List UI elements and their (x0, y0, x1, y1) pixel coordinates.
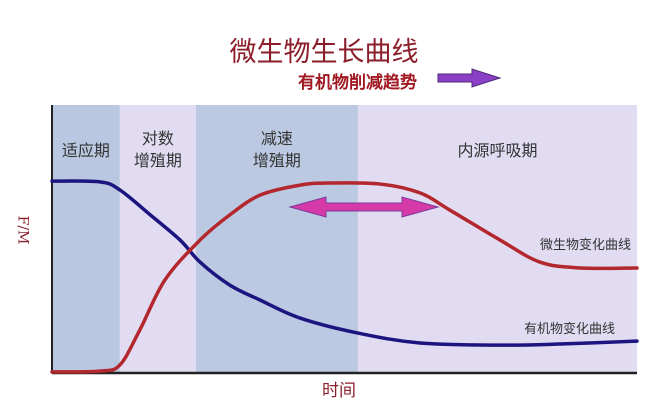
trend-label: 有机物削减趋势 (298, 73, 417, 93)
phase-label: 适应期 (52, 140, 120, 162)
y-axis-label: F/M (14, 215, 31, 245)
phase-band (52, 105, 120, 373)
x-axis-label: 时间 (322, 381, 356, 401)
right-arrow-icon (437, 68, 502, 88)
phase-label-line: 适应期 (61, 141, 110, 160)
phase-label: 对数增殖期 (120, 128, 196, 172)
microbe-curve-label: 微生物变化曲线 (540, 238, 632, 253)
series-line (50, 179, 639, 347)
phase-label-line: 对数 (141, 129, 174, 148)
double-arrow-icon (288, 196, 440, 218)
phase-label-line: 内源呼吸期 (457, 141, 538, 160)
phase-label: 内源呼吸期 (358, 140, 637, 162)
chart-title-text: 微生物生长曲线 (229, 37, 419, 68)
phase-band (119, 105, 196, 373)
phase-label-line: 减速 (260, 129, 293, 148)
phase-label-line: 增殖期 (252, 151, 301, 170)
organic-curve-label: 有机物变化曲线 (524, 322, 616, 337)
chart-title: 微生物生长曲线 (0, 30, 660, 69)
series-line (50, 181, 639, 374)
phase-label: 减速增殖期 (196, 128, 358, 172)
phase-label-line: 增殖期 (133, 151, 182, 170)
